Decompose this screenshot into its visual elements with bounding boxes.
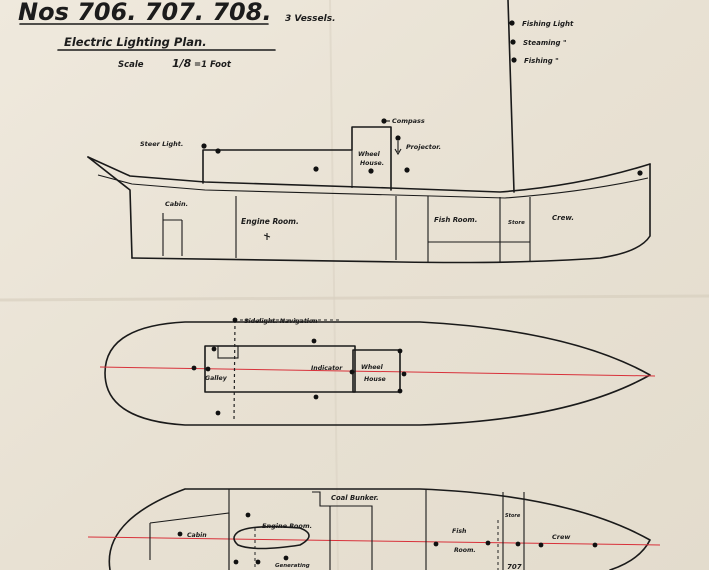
scale-suffix: =1 Foot xyxy=(194,60,232,70)
lamp-dot xyxy=(349,369,355,375)
paper-crease xyxy=(329,0,339,570)
keel-line xyxy=(131,163,651,264)
sheer-line xyxy=(87,156,651,193)
lamp-dot xyxy=(205,366,211,372)
lamp-dot xyxy=(283,555,289,561)
lamp-dot xyxy=(511,57,517,63)
lamp-dot xyxy=(592,542,598,548)
lamp-dot xyxy=(211,346,217,352)
wheel-house-label-1: Wheel xyxy=(358,151,381,158)
lamp-dot xyxy=(404,167,410,173)
lamp-dot xyxy=(311,338,317,344)
lamp-dot xyxy=(215,148,221,154)
lamp-dot xyxy=(313,394,319,400)
deck-hull-outline xyxy=(104,321,651,426)
engine-outline xyxy=(233,525,310,550)
lamp-dot xyxy=(485,540,491,546)
plan-title: Electric Lighting Plan. xyxy=(64,35,207,49)
fish-room-label: Fish Room. xyxy=(434,216,477,224)
lower-fish-room-label-1: Fish xyxy=(452,528,467,535)
lower-engine-room-label: Engine Room. xyxy=(262,522,312,530)
stern-profile xyxy=(87,156,133,259)
sidelight-label: Sidelight. Navigation xyxy=(244,317,318,325)
lower-crew-label: Crew xyxy=(552,533,571,541)
lamp-dot xyxy=(215,410,221,416)
lamp-dot xyxy=(515,541,521,547)
engine-room-label: Engine Room. xyxy=(241,217,299,226)
lamp-dot xyxy=(245,512,251,518)
fishing-light-2-label: Fishing " xyxy=(524,57,559,65)
lamp-dot xyxy=(509,20,515,26)
cross-mark xyxy=(263,233,271,240)
scale-prefix: Scale xyxy=(118,60,144,70)
store-label: Store xyxy=(508,220,525,226)
fishing-light-label: Fishing Light xyxy=(522,20,574,28)
lower-plan: Coal Bunker. Cabin Engine Room. Fish Roo… xyxy=(87,488,661,570)
lamp-dot xyxy=(177,531,183,537)
lamp-dot xyxy=(433,541,439,547)
vessel-number-mark: 707 xyxy=(507,563,522,570)
lamp-dot xyxy=(637,170,643,176)
projector-arrowhead xyxy=(394,148,402,156)
lamp-dot xyxy=(255,559,261,565)
scale-fraction: 1/8 xyxy=(172,57,192,70)
lamp-dot xyxy=(395,135,401,141)
compass-label: Compass xyxy=(392,117,425,125)
lamp-dot xyxy=(397,388,403,394)
cabin-label: Cabin. xyxy=(165,200,188,208)
projector-label: Projector. xyxy=(406,143,441,151)
lamp-dot xyxy=(201,143,207,149)
mast xyxy=(507,0,515,193)
lamp-dot xyxy=(538,542,544,548)
generating-label: Generating xyxy=(275,563,310,569)
lower-hull-outline xyxy=(108,488,651,570)
coal-bunker-label: Coal Bunker. xyxy=(331,494,379,502)
paper-crease xyxy=(0,294,709,302)
deck-plan: Sidelight. Navigation Galley Indicator W… xyxy=(99,317,656,426)
deck-house-outline xyxy=(204,345,356,393)
lamp-dot xyxy=(381,118,387,124)
vessels-note: 3 Vessels. xyxy=(285,14,336,24)
deck-house xyxy=(202,126,392,191)
lamp-dot xyxy=(191,365,197,371)
lamp-dot xyxy=(232,317,238,323)
steaming-light-label: Steaming " xyxy=(523,39,567,47)
vessel-numbers: Nos 706. 707. 708. xyxy=(18,0,272,26)
wheel-house-label-2: House. xyxy=(360,160,384,167)
lamp-dot xyxy=(397,348,403,354)
lamp-dot xyxy=(233,559,239,565)
lower-centre-line xyxy=(87,536,661,546)
lamp-dot xyxy=(313,166,319,172)
lamp-dot xyxy=(368,168,374,174)
indicator-label: Indicator xyxy=(311,364,343,372)
deck-line xyxy=(97,174,649,199)
crew-label: Crew. xyxy=(552,214,574,222)
lower-fish-room-label-2: Room. xyxy=(454,547,476,554)
deck-wheel-house-label-1: Wheel xyxy=(361,364,384,371)
lower-cabin-label: Cabin xyxy=(187,532,207,539)
lamp-dot xyxy=(401,371,407,377)
steer-light-label: Steer Light. xyxy=(140,140,183,148)
coal-bunker-outline xyxy=(312,491,373,570)
galley-stove xyxy=(217,345,239,359)
galley-label: Galley xyxy=(205,375,228,382)
deck-wheel-house-label-2: House xyxy=(364,376,386,383)
side-elevation: Compass Projector. Steer Light. Wheel Ho… xyxy=(87,117,651,264)
sidelight-wire xyxy=(233,319,236,421)
lamp-dot xyxy=(510,39,516,45)
lower-store-label: Store xyxy=(505,513,521,519)
